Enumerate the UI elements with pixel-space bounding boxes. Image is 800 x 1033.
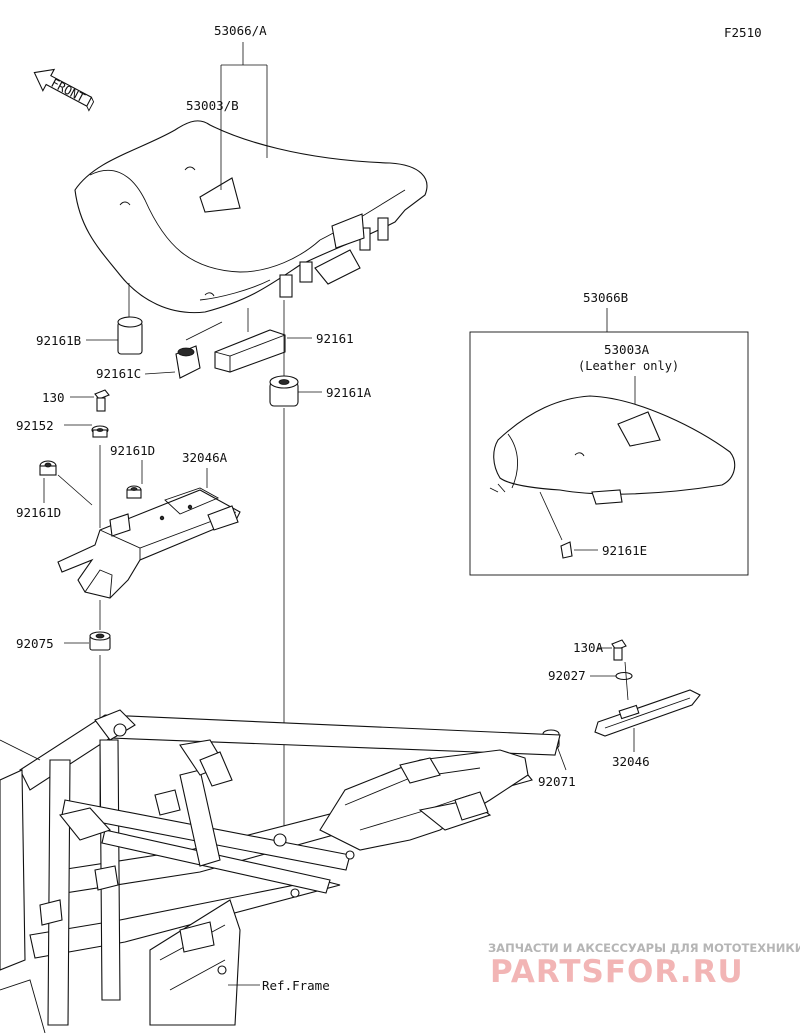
label-leather-only: (Leather only) [578, 359, 679, 373]
damper-92161c: 92161C [96, 321, 223, 381]
damper-92161d-right: 92161D [110, 443, 155, 499]
leather-seat-frame [469, 331, 749, 576]
seat-label-group: 53066/A 53003/B [186, 23, 268, 190]
label-92161d-left: 92161D [16, 505, 61, 520]
label-92075: 92075 [16, 636, 54, 651]
watermark-logo: PARTSFOR.RU [490, 954, 744, 990]
label-53066b: 53066B [583, 290, 628, 305]
label-32046a: 32046A [182, 450, 228, 465]
damper-92161d-left: 92161D [16, 460, 93, 520]
label-92071: 92071 [538, 774, 576, 789]
label-130a: 130A [573, 640, 604, 655]
watermark-tagline: ЗАПЧАСТИ И АКСЕССУАРЫ ДЛЯ МОТОТЕХНИКИ [488, 941, 800, 955]
label-ref-frame: Ref.Frame [262, 978, 330, 993]
leather-seat-box: 53066B 53003A (Leather only) 92161E [469, 290, 749, 576]
block-92161: 92161 [214, 308, 354, 373]
bolt-130: 130 [42, 389, 110, 412]
label-92161e: 92161E [602, 543, 647, 558]
washer-92152: 92152 [16, 418, 109, 528]
label-53066-a: 53066/A [214, 23, 267, 38]
label-32046: 32046 [612, 754, 650, 769]
label-92161d-right: 92161D [110, 443, 155, 458]
ref-frame-callout: Ref.Frame [228, 978, 330, 993]
label-92161c: 92161C [96, 366, 141, 381]
label-92161b: 92161B [36, 333, 81, 348]
label-92152: 92152 [16, 418, 54, 433]
front-arrow-icon: FRONT [33, 68, 95, 112]
label-92161: 92161 [316, 331, 354, 346]
label-130: 130 [42, 390, 65, 405]
bracket-32046a: 32046A [57, 450, 241, 599]
label-92027: 92027 [548, 668, 586, 683]
bracket-32046: 130A 92027 32046 [548, 639, 701, 769]
damper-92161a: 92161A [269, 300, 372, 840]
frame [0, 709, 561, 1033]
damper-92161b: 92161B [36, 283, 143, 355]
main-seat [74, 120, 428, 314]
label-92161a: 92161A [326, 385, 372, 400]
watermark: ЗАПЧАСТИ И АКСЕССУАРЫ ДЛЯ МОТОТЕХНИКИ PA… [488, 941, 800, 990]
label-53003-b: 53003/B [186, 98, 239, 113]
label-53003a: 53003A [604, 342, 650, 357]
figure-code: F2510 [724, 25, 762, 40]
damper-92075: 92075 [16, 600, 111, 820]
front-label: FRONT [49, 76, 87, 105]
